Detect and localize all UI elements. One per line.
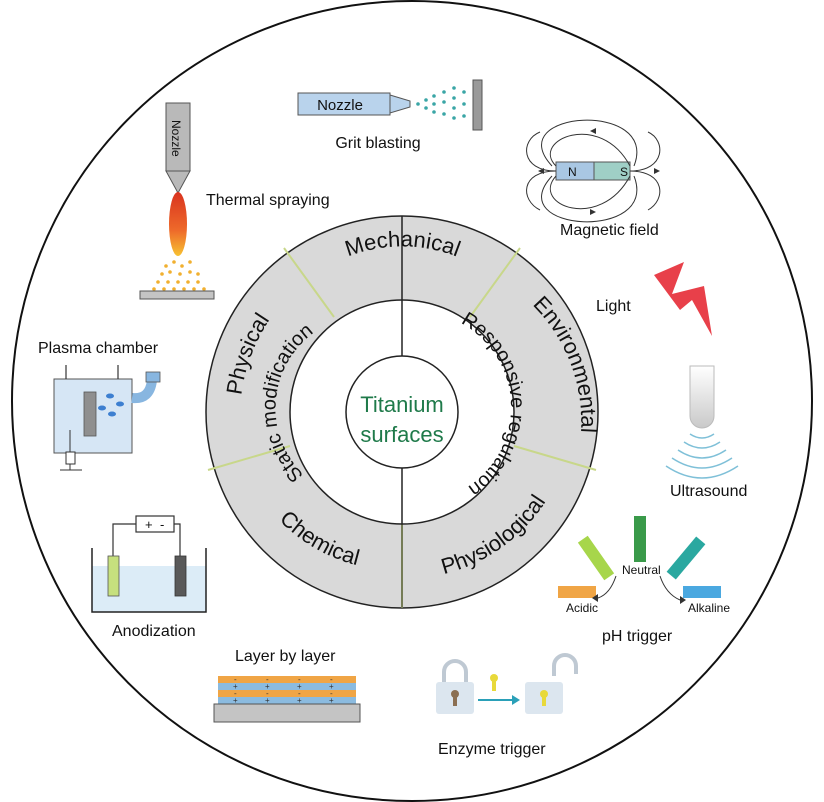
center-title-line2: surfaces (360, 422, 443, 447)
ph-neutral-label: Neutral (622, 563, 661, 577)
svg-text:+: + (297, 682, 302, 691)
divider (283, 247, 335, 318)
enzyme-trigger-illustration (436, 653, 578, 714)
ph-alkaline-label: Alkaline (688, 601, 730, 615)
ph-trigger-label: pH trigger (602, 628, 673, 645)
center-title-line1: Titanium (360, 392, 444, 417)
svg-text:-: - (298, 675, 301, 684)
magnetic-field-illustration: N S (526, 119, 661, 223)
divider (207, 445, 291, 471)
layer-by-layer-label: Layer by layer (235, 648, 336, 665)
grit-blasting-label: Grit blasting (335, 135, 420, 152)
layer-by-layer-illustration: - - - - + + + + - - - - + + + + (213, 675, 361, 723)
magnet-s-label: S (620, 165, 628, 179)
nozzle-label: Nozzle (317, 97, 363, 114)
magnetic-field-label: Magnetic field (560, 222, 659, 239)
svg-text:-: - (266, 675, 269, 684)
plasma-chamber-illustration (53, 365, 161, 471)
anodization-illustration: + - (91, 515, 207, 613)
svg-text:+: + (329, 696, 334, 705)
svg-text:-: - (330, 675, 333, 684)
ph-acidic-label: Acidic (566, 601, 598, 615)
ultrasound-illustration (665, 365, 739, 479)
ph-trigger-illustration (558, 516, 721, 604)
magnet-n-label: N (568, 165, 577, 179)
svg-text:-: - (330, 689, 333, 698)
svg-text:-: - (234, 689, 237, 698)
light-label: Light (596, 298, 631, 315)
enzyme-trigger-label: Enzyme trigger (438, 741, 546, 758)
svg-text:-: - (298, 689, 301, 698)
svg-text:+: + (265, 696, 270, 705)
thermal-nozzle-label: Nozzle (169, 120, 183, 157)
ultrasound-label: Ultrasound (670, 483, 747, 500)
plasma-chamber-label: Plasma chamber (38, 340, 159, 357)
divider (469, 247, 521, 318)
anode-plus: + (145, 517, 153, 532)
svg-text:+: + (233, 682, 238, 691)
svg-text:+: + (297, 696, 302, 705)
light-bolt-icon (654, 262, 712, 336)
anodization-label: Anodization (112, 623, 196, 640)
svg-text:-: - (234, 675, 237, 684)
svg-text:+: + (265, 682, 270, 691)
divider (513, 445, 597, 471)
thermal-spraying-label: Thermal spraying (206, 192, 330, 209)
cathode-minus: - (160, 517, 164, 532)
center-circle (345, 355, 459, 469)
svg-text:+: + (329, 682, 334, 691)
svg-text:+: + (233, 696, 238, 705)
grit-blasting-illustration: Nozzle (297, 79, 483, 131)
svg-text:-: - (266, 689, 269, 698)
thermal-spraying-illustration: Nozzle (139, 102, 215, 300)
